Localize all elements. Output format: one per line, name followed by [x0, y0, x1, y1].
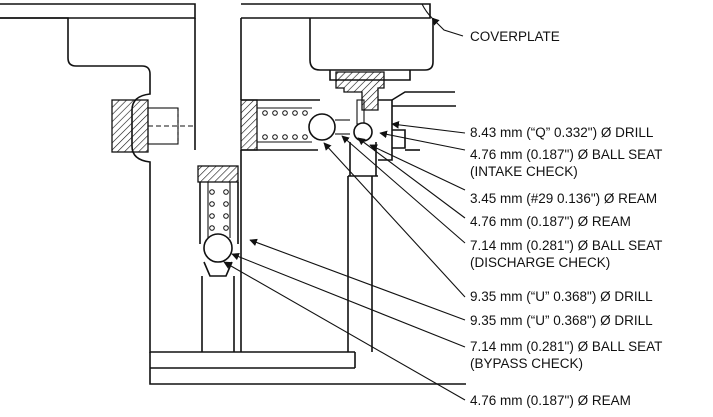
discharge-spring [262, 110, 308, 140]
label-ream-2: 4.76 mm (0.187") Ø REAM [470, 393, 631, 408]
bypass-check-ball [203, 233, 233, 263]
leader-1 [391, 121, 466, 134]
label-coverplate: COVERPLATE [470, 29, 560, 44]
discharge-check-ball [308, 113, 336, 141]
leader-8 [231, 252, 466, 348]
bypass-spring [209, 189, 229, 231]
leader-9 [223, 261, 466, 401]
leader-coverplate [431, 17, 464, 37]
intake-check-assembly [335, 71, 456, 352]
intake-plug [335, 71, 385, 111]
coverplate-boss [309, 18, 434, 71]
left-plug [111, 99, 195, 153]
label-intake-ball-seat: 4.76 mm (0.187") Ø BALL SEAT [470, 147, 662, 162]
leader-6 [323, 142, 466, 298]
leader-7 [249, 238, 466, 321]
label-u-drill-1: 9.35 mm (“U” 0.368") Ø DRILL [470, 289, 653, 304]
label-u-drill-2: 9.35 mm (“U” 0.368") Ø DRILL [470, 313, 653, 328]
top-cover-left [0, 3, 196, 19]
leader-3 [369, 144, 466, 191]
label-intake-drill: 8.43 mm (“Q” 0.332") Ø DRILL [470, 125, 654, 140]
left-body-wall [0, 17, 355, 353]
leader-lines [223, 17, 466, 401]
leader-5 [341, 135, 466, 244]
label-29-ream: 3.45 mm (#29 0.136") Ø REAM [470, 191, 657, 206]
callout-labels: COVERPLATE 8.43 mm (“Q” 0.332") Ø DRILL … [470, 29, 662, 408]
bypass-plug [197, 165, 239, 183]
leader-2 [379, 130, 466, 151]
intake-check-ball [353, 122, 373, 142]
base-bottom [149, 352, 466, 385]
leader-4 [357, 137, 466, 219]
label-bypass-check: (BYPASS CHECK) [470, 356, 583, 371]
discharge-passage [240, 99, 350, 151]
label-discharge-check: (DISCHARGE CHECK) [470, 255, 610, 270]
label-discharge-ball-seat: 7.14 mm (0.281") Ø BALL SEAT [470, 238, 662, 253]
label-ream-1: 4.76 mm (0.187") Ø REAM [470, 214, 631, 229]
label-bypass-ball-seat: 7.14 mm (0.281") Ø BALL SEAT [470, 339, 662, 354]
label-intake-check: (INTAKE CHECK) [470, 164, 578, 179]
coverplate-top [241, 3, 431, 19]
body-outline [0, 3, 466, 385]
bypass-passage [197, 165, 239, 352]
